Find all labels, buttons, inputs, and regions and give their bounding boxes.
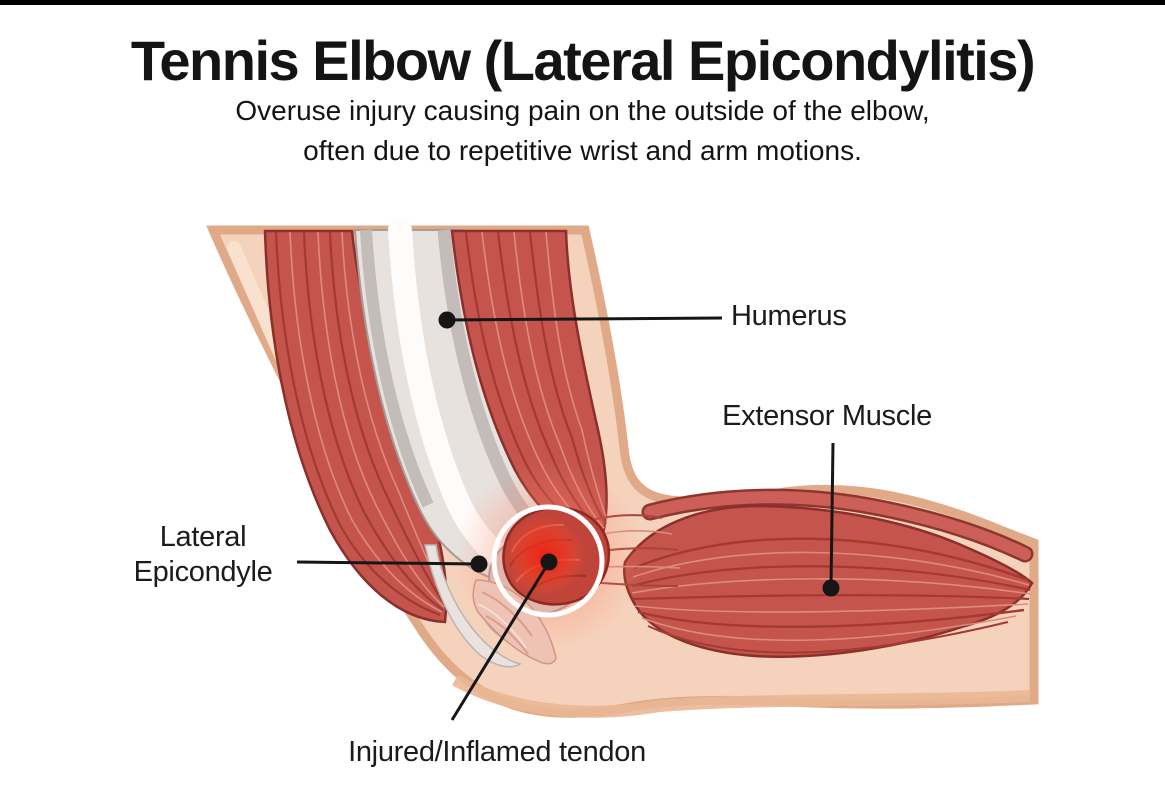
label-extensor-muscle: Extensor Muscle (722, 400, 932, 432)
annotations (296, 311, 840, 721)
page-title: Tennis Elbow (Lateral Epicondylitis) (130, 29, 1036, 92)
label-lateral-epicondyle-line2: Epicondyle (133, 556, 273, 588)
injury-highlight-ring (491, 504, 605, 618)
injured-tendon-leader-line (450, 561, 551, 721)
label-injured-tendon: Injured/Inflamed tendon (348, 736, 646, 768)
extensor-dot (822, 579, 840, 597)
tendon-flap (472, 579, 557, 665)
lateral-epicondyle-dot (470, 555, 488, 573)
subtitle-line-1: Overuse injury causing pain on the outsi… (235, 95, 930, 126)
humerus-leader-line (446, 316, 723, 322)
white-tendon-band (424, 544, 522, 668)
humerus-dot (438, 311, 456, 329)
forearm-top-muscle-band (641, 488, 1034, 563)
label-humerus: Humerus (731, 300, 847, 332)
label-lateral-epicondyle: Lateral Epicondyle (134, 520, 273, 590)
joint-shadow (477, 580, 545, 651)
injured-tendon-dot (540, 553, 558, 571)
extensor-leader-line (829, 442, 835, 587)
skin-bottom-shade (452, 674, 1031, 718)
label-lateral-epicondyle-line1: Lateral (159, 521, 247, 553)
upper-arm-muscle-left (263, 229, 448, 624)
subtitle-line-2: often due to repetitive wrist and arm mo… (303, 135, 862, 166)
lateral-epicondyle-leader-line (296, 560, 479, 566)
top-border-bar (0, 0, 1165, 5)
